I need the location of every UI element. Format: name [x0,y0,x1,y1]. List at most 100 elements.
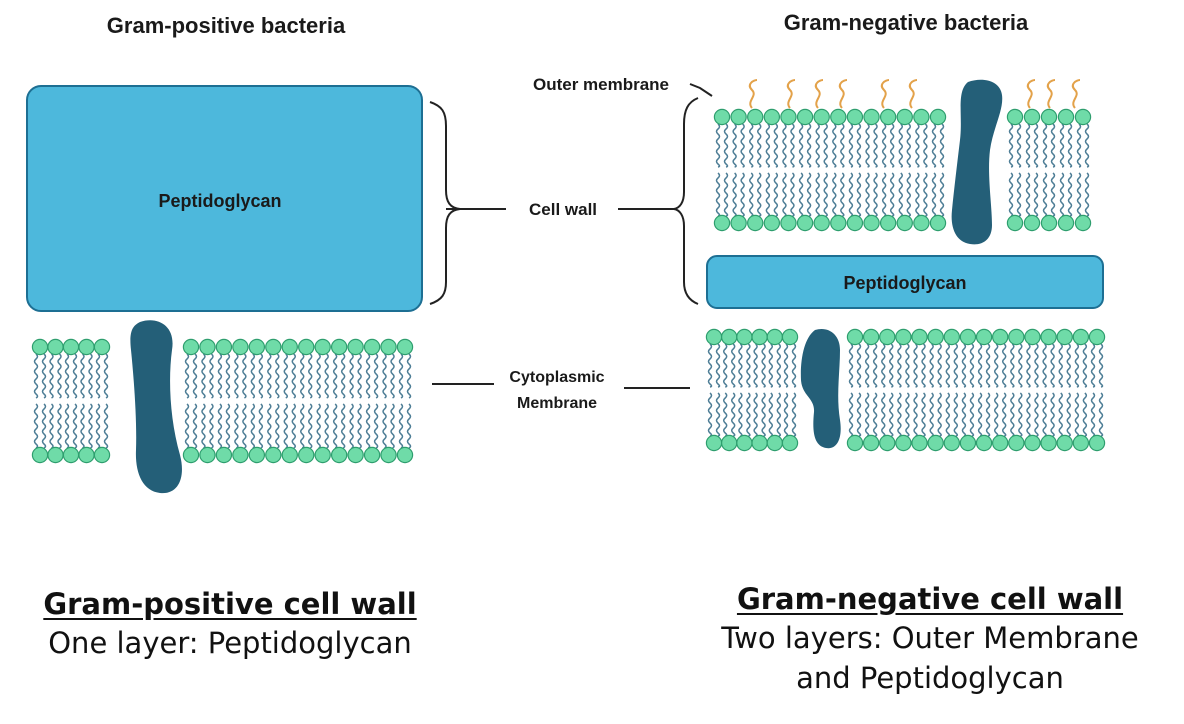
lipid-tail [923,172,928,217]
lipid-tail [722,392,728,437]
lipid-tail [324,353,329,399]
lipid-tail [969,392,975,437]
phospholipid-head [330,446,348,464]
lipid-tail [299,403,305,449]
gram-negative-peptidoglycan-label: Peptidoglycan [843,273,966,293]
phospholipid-head [1056,434,1073,452]
lipid-tail [1008,172,1014,217]
phospholipid-head [248,446,266,464]
phospholipid-head [199,338,216,356]
lipid-tail [406,353,412,399]
lipid-tail [782,123,787,168]
phospholipid-head [796,108,814,126]
phospholipid-head [780,214,797,232]
lipid-tail [1050,392,1055,437]
gram-positive-peptidoglycan-label: Peptidoglycan [158,191,281,211]
lipid-tail [1067,123,1073,168]
lipid-tail [103,403,109,449]
lipid-tail [1090,343,1096,388]
lipid-tail [806,123,812,168]
lipid-tail [406,403,412,449]
lipid-tail [103,353,109,399]
phospholipid-head [846,108,864,126]
lipid-tail [373,403,379,449]
lipid-tail [332,403,338,449]
phospholipid-head [780,108,797,126]
lipid-tail [184,403,190,449]
lipid-tail [1001,343,1007,388]
gram-positive-caption-title: Gram-positive cell wall [43,587,417,621]
lipid-tail [707,343,713,388]
phospholipid-head [879,108,897,126]
lipid-tail [889,343,894,388]
phospholipid-head [813,108,830,126]
lipid-tail [1018,392,1023,437]
lipid-tail [357,353,362,399]
lipid-tail [715,172,721,217]
phospholipid-head [281,446,298,464]
phospholipid-head [975,328,993,346]
phospholipid-head [721,434,738,452]
lipid-tail [776,392,782,437]
lipid-tail [349,353,354,399]
lipid-tail [1001,392,1007,437]
lipid-tail [1076,123,1082,168]
gram-negative-caption-desc-line1: Two layers: Outer Membrane [721,621,1139,655]
phospholipid-head [1040,434,1057,452]
lipid-tail [365,353,371,399]
lipid-tail [783,392,789,437]
phospholipid-head [396,338,414,356]
lipid-tail [939,172,945,217]
lipid-tail [707,392,713,437]
lipid-tail [57,403,62,449]
phospholipid-head [943,434,961,452]
outer-membrane-label: Outer membrane [533,75,669,94]
lipid-tail [1082,392,1088,437]
lipid-tail [1026,392,1031,437]
lipid-tail [192,403,198,449]
phospholipid-head [830,214,847,232]
phospholipid-head [281,338,298,356]
lipid-tail [748,172,754,217]
lipid-tail [753,343,758,388]
lipid-tail [730,392,736,437]
phospholipid-head [751,328,768,346]
lipid-tail [756,123,762,168]
lipid-tail [798,123,804,168]
lipid-tail [357,403,362,449]
lipid-tail [753,392,758,437]
lipid-tail [373,353,379,399]
phospholipid-head [396,446,414,464]
lipid-tail [291,403,297,449]
phospholipid-head [47,338,64,356]
lipid-tail [748,123,754,168]
lipid-tail [864,343,870,388]
lipid-tail [307,353,313,399]
lipid-tail [1058,343,1063,388]
lipid-tail [791,343,797,388]
lipid-tail [897,392,902,437]
lps-chain [908,79,918,109]
lipid-tail [905,392,910,437]
lipid-tail [340,403,346,449]
lipid-tail [1050,172,1056,217]
lipid-tail [732,123,737,168]
lipid-tail [740,123,745,168]
lipid-tail [201,353,206,399]
phospholipid-head [927,328,944,346]
phospholipid-head [830,108,847,126]
gram-positive-caption-desc: One layer: Peptidoglycan [48,626,412,660]
gram-positive-cell-wall-bracket [429,101,461,305]
phospholipid-head [895,434,912,452]
lipid-tail [1033,172,1039,217]
phospholipid-head [1008,328,1025,346]
lipid-tail [1059,123,1065,168]
lipid-tail [856,123,862,168]
phospholipid-head [215,338,233,356]
lipid-tail [873,172,878,217]
lps-chain [1026,79,1036,109]
lipid-tail [776,343,782,388]
lipid-tail [929,343,934,388]
phospholipid-head [380,338,397,356]
phospholipid-head [1023,214,1041,232]
